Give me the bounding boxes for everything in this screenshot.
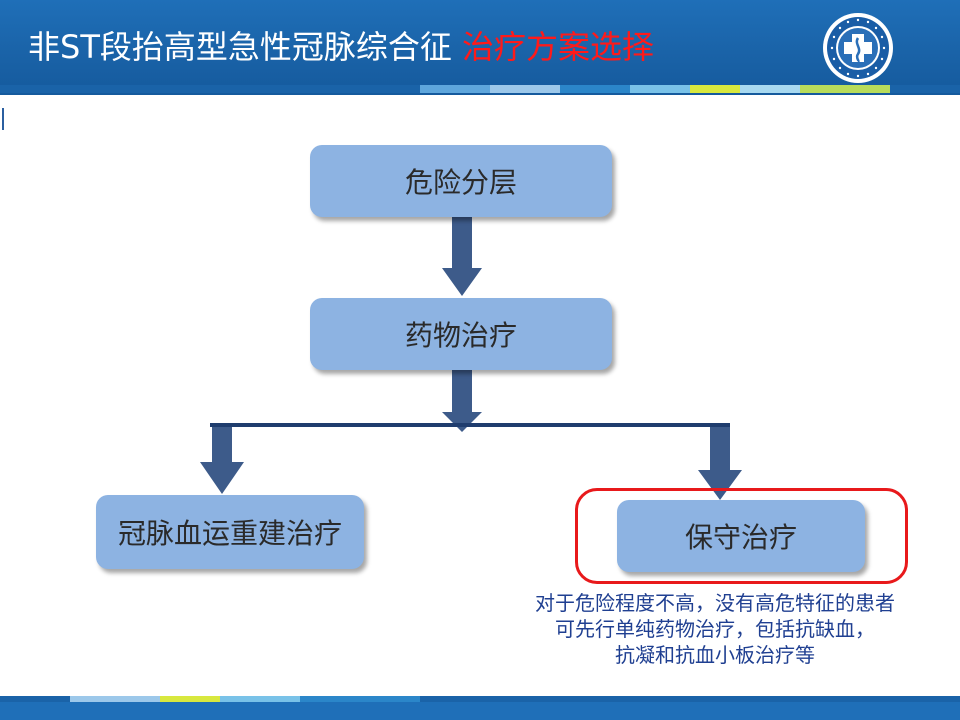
slide-header: 非ST段抬高型急性冠脉综合征 治疗方案选择	[0, 0, 960, 95]
ministry-emblem-icon	[823, 13, 893, 83]
title-highlight: 治疗方案选择	[462, 28, 655, 66]
slide-title: 非ST段抬高型急性冠脉综合征 治疗方案选择	[28, 22, 654, 68]
risk-stratification-box: 危险分层	[310, 145, 612, 217]
left-edge-mark	[2, 108, 4, 130]
conservative-note: 对于危险程度不高，没有高危特征的患者 可先行单纯药物治疗，包括抗缺血， 抗凝和抗…	[480, 590, 950, 668]
conservative-therapy-box: 保守治疗	[617, 500, 865, 572]
arrow-down-icon	[200, 427, 244, 494]
note-line: 对于危险程度不高，没有高危特征的患者	[535, 591, 895, 615]
note-line: 抗凝和抗血小板治疗等	[615, 643, 815, 667]
highlight-frame	[575, 488, 908, 584]
arrow-down-icon	[442, 370, 482, 432]
drug-therapy-box: 药物治疗	[310, 298, 612, 370]
note-line: 可先行单纯药物治疗，包括抗缺血，	[555, 617, 875, 641]
arrow-down-icon	[698, 427, 742, 500]
title-main: 非ST段抬高型急性冠脉综合征	[28, 28, 463, 66]
header-stripe	[0, 85, 960, 93]
footer-band	[0, 702, 960, 720]
branch-line	[210, 423, 730, 427]
revascularization-box: 冠脉血运重建治疗	[96, 495, 364, 569]
footer-stripe-top	[0, 696, 960, 702]
arrow-down-icon	[442, 215, 482, 296]
